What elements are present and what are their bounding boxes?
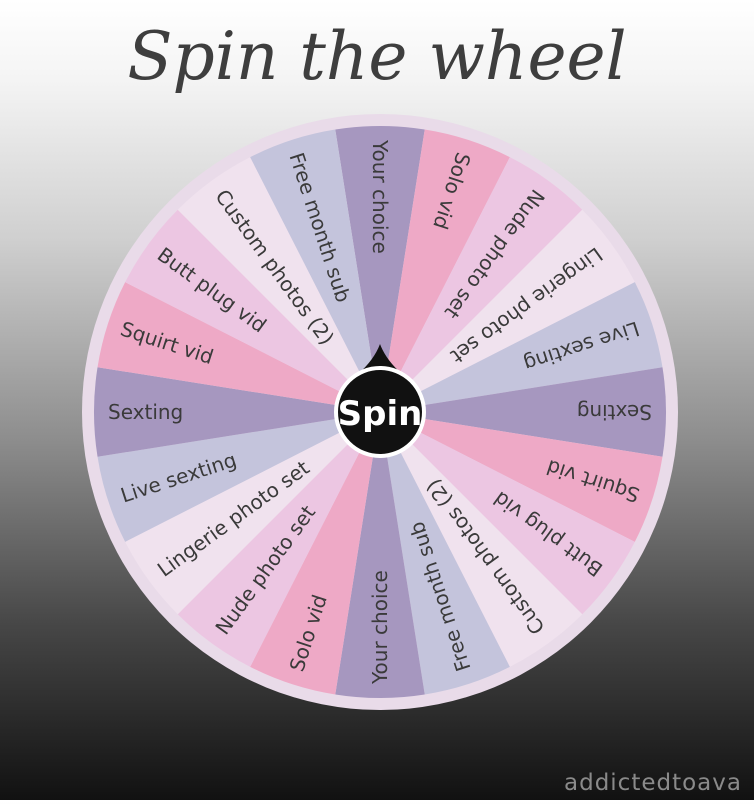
wheel-slice-label: Your choice: [368, 570, 392, 685]
wheel-slice[interactable]: [380, 282, 663, 412]
wheel-slice[interactable]: [380, 412, 510, 695]
wheel-slice[interactable]: [125, 412, 380, 615]
wheel-slice[interactable]: [380, 412, 583, 667]
wheel-slice-label: Sexting: [577, 400, 652, 424]
wheel-slice[interactable]: [335, 125, 425, 412]
wheel-slice[interactable]: [177, 157, 380, 412]
wheel-slice-label: Your choice: [368, 139, 392, 254]
pointer-icon: [358, 344, 402, 374]
watermark: addictedtoava: [564, 770, 742, 796]
wheel-slice[interactable]: [94, 367, 380, 457]
wheel-slice[interactable]: [97, 412, 381, 542]
wheel-slice-label: Sexting: [108, 400, 183, 424]
wheel-slice[interactable]: [380, 412, 663, 542]
page-title: Spin the wheel: [127, 18, 627, 95]
wheel-slices[interactable]: [94, 125, 666, 698]
wheel-slice[interactable]: [380, 157, 583, 412]
wheel-slice[interactable]: [177, 412, 380, 667]
spin-button[interactable]: Spin: [334, 344, 426, 458]
spin-button-circle[interactable]: [334, 366, 426, 458]
wheel-slice[interactable]: [380, 412, 635, 615]
wheel-slice[interactable]: [335, 412, 425, 698]
wheel-slice[interactable]: [380, 367, 666, 457]
wheel-slice[interactable]: [97, 282, 381, 412]
wheel-slice[interactable]: [380, 209, 635, 412]
wheel-slice[interactable]: [250, 129, 380, 413]
spin-button-label[interactable]: Spin: [338, 394, 423, 434]
wheel-slice[interactable]: [380, 129, 510, 413]
wheel-slice[interactable]: [125, 209, 380, 412]
wheel-slice[interactable]: [250, 412, 380, 695]
